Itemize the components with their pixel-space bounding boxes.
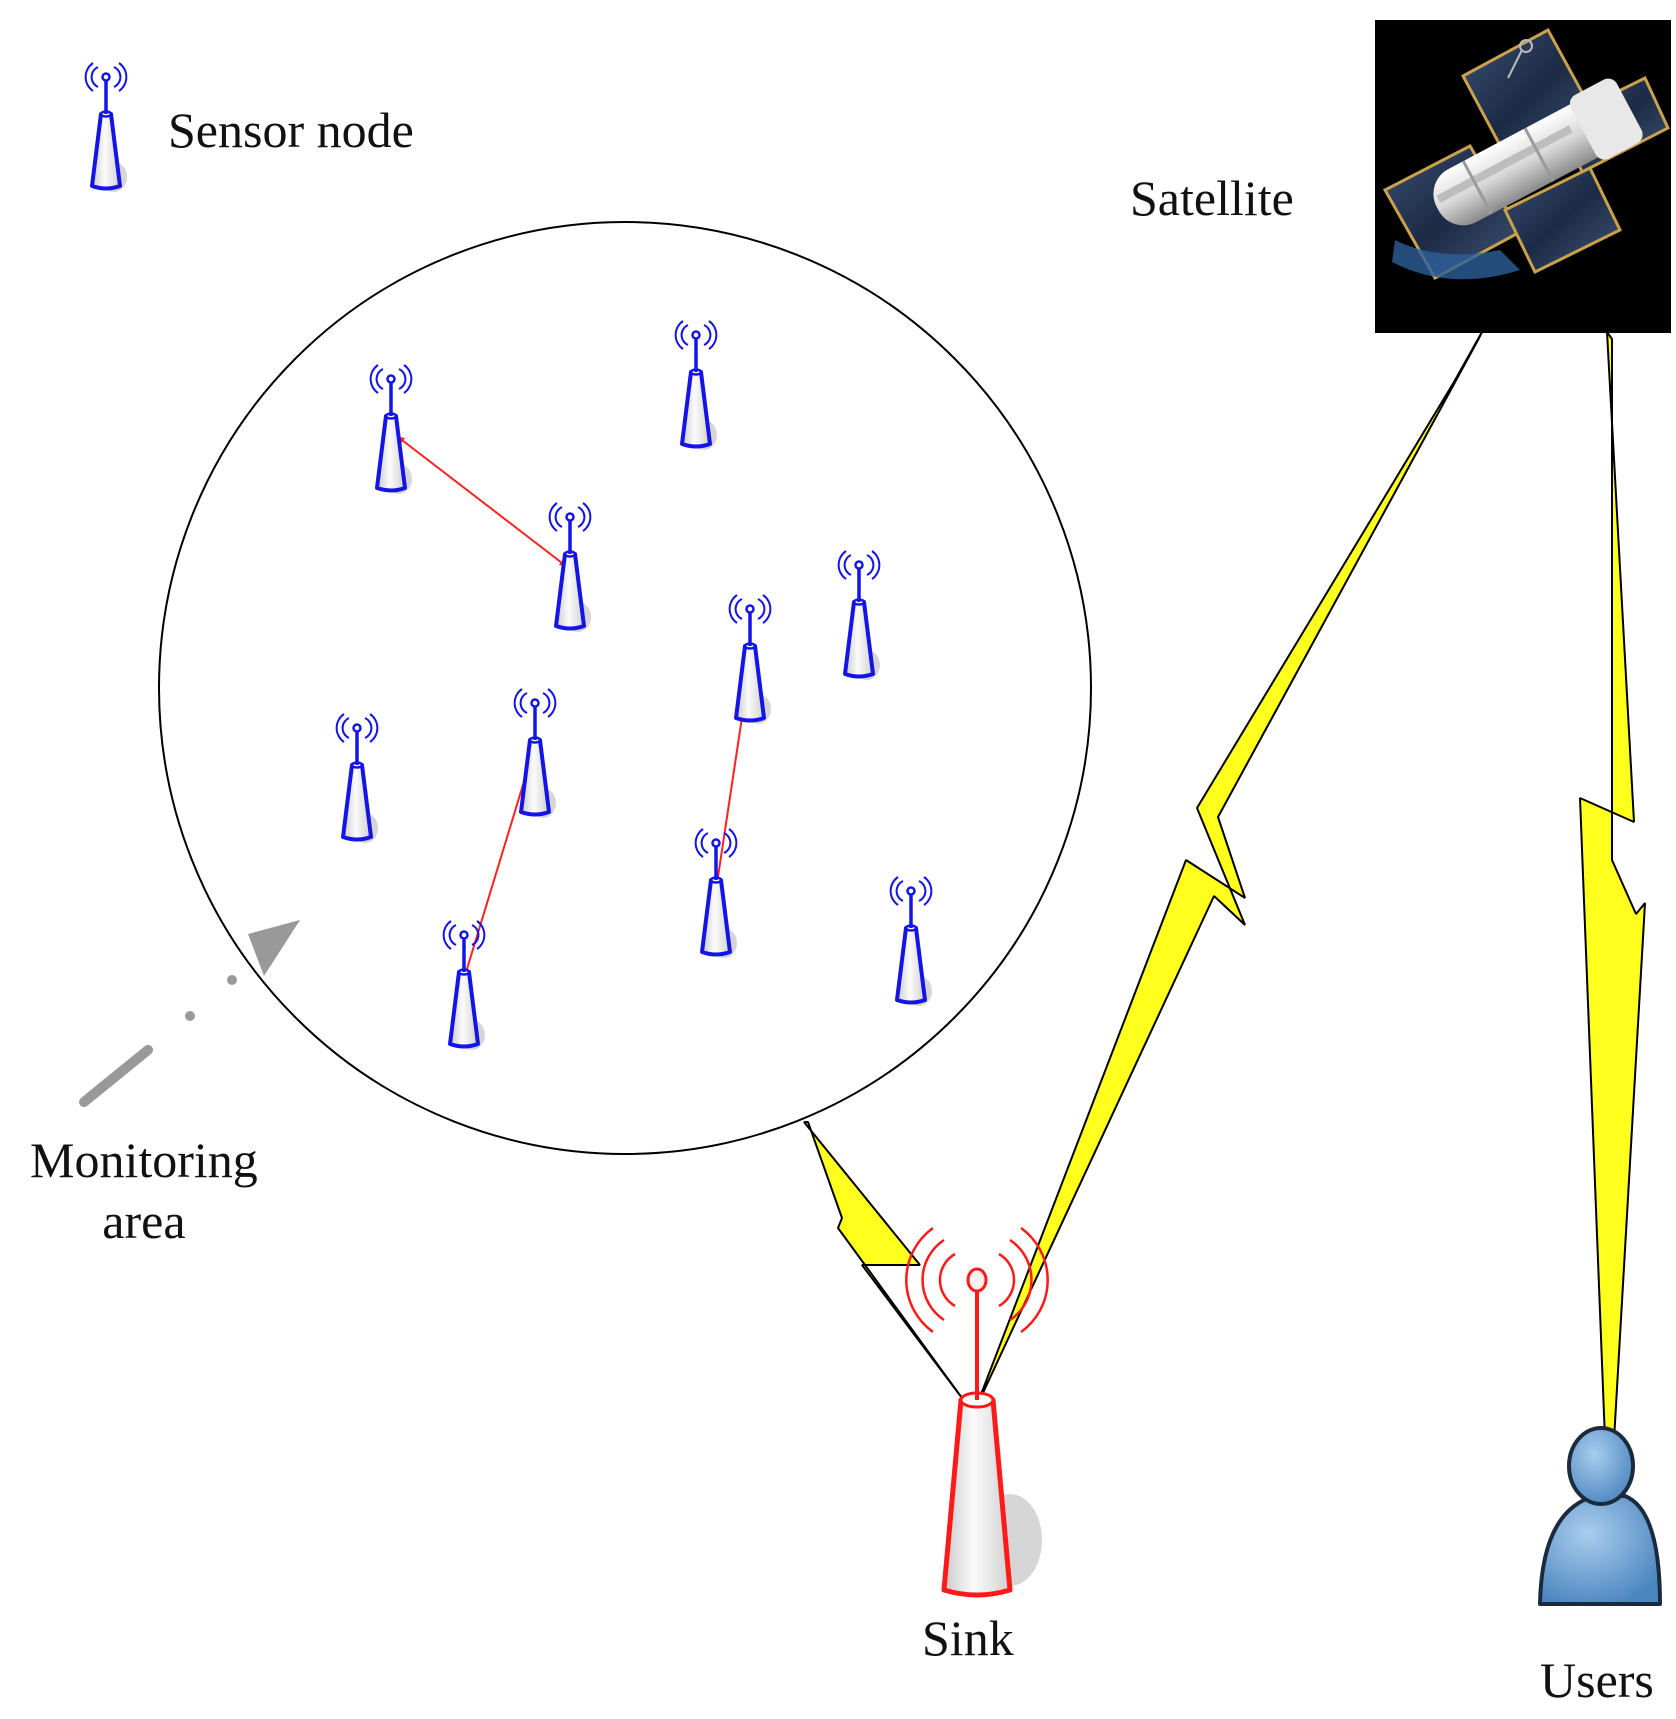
legend-sensor-icon bbox=[83, 61, 129, 194]
satellite-label: Satellite bbox=[1130, 170, 1294, 226]
monitoring-area-circle bbox=[158, 221, 1092, 1155]
sink-satellite-lightning bbox=[974, 331, 1483, 1411]
sink-tower-icon bbox=[905, 1226, 1049, 1598]
sensor-node-icon bbox=[547, 501, 593, 634]
monitoring-area-label: Monitoring area bbox=[30, 1130, 258, 1252]
monitoring-area-label-line1: Monitoring bbox=[30, 1132, 258, 1188]
satellite-users-lightning bbox=[1579, 331, 1646, 1441]
sensor-node-icon bbox=[727, 593, 773, 726]
sink-label: Sink bbox=[922, 1610, 1014, 1666]
sensor-node-icon bbox=[512, 687, 558, 820]
monitoring-area-label-line2: area bbox=[102, 1193, 186, 1249]
sensor-node-icon bbox=[441, 919, 487, 1052]
link-arrow bbox=[461, 761, 532, 983]
user-icon bbox=[1538, 1426, 1662, 1606]
link-arrow bbox=[397, 436, 567, 567]
users-label: Users bbox=[1540, 1652, 1654, 1708]
sensor-node-icon bbox=[334, 712, 380, 845]
legend-label: Sensor node bbox=[168, 102, 414, 158]
monitoring-area-pointer bbox=[79, 920, 300, 1107]
sensor-node-icon bbox=[888, 875, 934, 1008]
sensor-node-icon bbox=[368, 363, 414, 496]
sensor-node-icon bbox=[693, 827, 739, 960]
sensor-nodes bbox=[334, 319, 934, 1052]
area-sink-lightning bbox=[803, 1121, 963, 1399]
satellite-image bbox=[1375, 20, 1671, 333]
sensor-node-icon bbox=[673, 319, 719, 452]
sensor-node-icon bbox=[836, 549, 882, 682]
